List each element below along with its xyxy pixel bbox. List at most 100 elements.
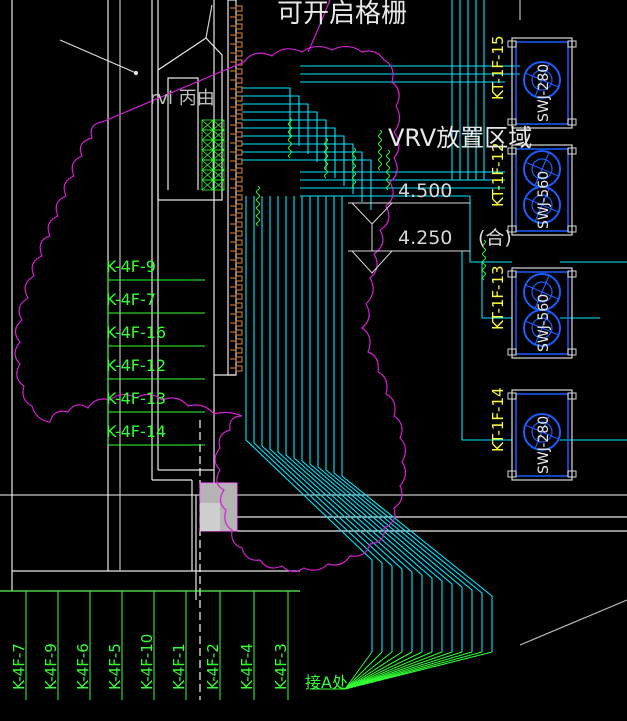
fan-line — [344, 651, 383, 690]
tray-tick — [235, 194, 243, 201]
flex-squiggle — [324, 137, 328, 179]
unit-frame — [511, 267, 573, 359]
tray-tick — [235, 320, 243, 327]
tray-tick — [235, 95, 243, 102]
tray-tick — [235, 347, 243, 354]
tray-tick — [235, 14, 243, 21]
pipe-bundle-line — [309, 196, 453, 652]
fan-line — [344, 651, 493, 690]
fan-blade — [526, 424, 543, 433]
fan-blade — [541, 64, 550, 81]
pipe-run — [242, 127, 336, 178]
fan-line — [344, 651, 453, 690]
bottom-label: K-4F-9 — [42, 643, 60, 690]
pipe-run — [242, 159, 372, 210]
tray-tick — [235, 257, 243, 264]
fan-blade — [541, 291, 558, 300]
fan-line — [344, 651, 433, 690]
bottom-label: K-4F-4 — [238, 643, 256, 690]
fan-blade — [526, 320, 543, 329]
fan-hub — [531, 281, 553, 303]
refrigerant-pipes — [170, 0, 627, 652]
revision-cloud-top — [307, 0, 331, 53]
left-label-texts: K-4F-9K-4F-7K-4F-16K-4F-12K-4F-13K-4F-14 — [106, 257, 166, 441]
fan-line — [344, 651, 443, 690]
room-label: rvi 丙由 — [150, 88, 215, 109]
unit-id-label: KT-1F-12 — [489, 142, 507, 207]
unit-model-label: SWJ-280 — [536, 64, 552, 122]
fan-hub — [531, 69, 553, 91]
fan-blade — [534, 79, 543, 96]
unit-foot — [507, 392, 517, 400]
pipe-bundle-line — [269, 196, 403, 652]
left-label: K-4F-13 — [106, 389, 166, 408]
tray-tick — [235, 329, 243, 336]
fan-blade — [534, 431, 543, 448]
unit-foot — [507, 118, 517, 126]
pipe-bundle-line — [341, 196, 493, 652]
unit-foot — [507, 470, 517, 478]
fan-blade — [541, 204, 558, 213]
unit-foot — [507, 225, 517, 233]
fan-blade — [526, 161, 543, 170]
level-upper-text: 4.500 — [398, 180, 452, 202]
fan-line — [344, 651, 403, 690]
tray-tick — [235, 131, 243, 138]
hatch-diagonal — [212, 179, 225, 191]
tray-tick — [235, 122, 243, 129]
pipe-bundle-line — [317, 196, 463, 652]
tray-tick — [235, 140, 243, 147]
tray-tick — [235, 203, 243, 210]
hatch-cell — [212, 179, 225, 191]
tray-tick — [235, 86, 243, 93]
fan-line — [344, 651, 413, 690]
fan-line — [344, 651, 373, 690]
fan-hub — [531, 317, 553, 339]
riser-shaft-inner — [200, 503, 220, 531]
unit-frame — [511, 37, 573, 129]
unit-foot — [567, 147, 577, 155]
tray-tick — [235, 284, 243, 291]
fan-blade — [541, 431, 558, 440]
fan-icon — [523, 61, 561, 99]
pipe-run — [469, 196, 512, 263]
unit-foot — [507, 147, 517, 155]
hatch-diagonal — [201, 169, 214, 181]
tray-tick — [235, 5, 243, 12]
fan-blade — [541, 327, 558, 336]
connect-point-label: 接A处 — [305, 673, 348, 692]
left-label: K-4F-7 — [106, 290, 156, 309]
unit-frame — [511, 144, 573, 236]
hatch-diagonal — [212, 169, 225, 181]
fan-icon — [523, 413, 561, 451]
bottom-label: K-4F-10 — [138, 634, 156, 690]
unit-foot — [567, 225, 577, 233]
hatch-diagonal — [201, 149, 214, 161]
hatch-diagonal — [201, 119, 214, 131]
fan-blade — [534, 204, 543, 221]
fan-icon — [523, 309, 561, 347]
tray-tick — [235, 221, 243, 228]
unit-foot — [507, 40, 517, 48]
fan-hub — [531, 421, 553, 443]
unit-foot — [567, 118, 577, 126]
left-label: K-4F-12 — [106, 356, 166, 375]
pipe-bundle-line — [333, 196, 483, 652]
level-note-text: (合) — [478, 227, 512, 249]
tray-tick — [235, 338, 243, 345]
fan-blade — [541, 312, 550, 329]
tray-tick — [235, 248, 243, 255]
unit-model-label: SWJ-280 — [536, 416, 552, 474]
tray-tick — [235, 41, 243, 48]
unit-foot — [567, 392, 577, 400]
pipe-bundle-line — [253, 196, 383, 652]
pipe-run — [242, 111, 318, 162]
hatch-diagonal — [212, 119, 225, 131]
level-marks — [348, 202, 470, 274]
fan-blade — [541, 276, 550, 293]
